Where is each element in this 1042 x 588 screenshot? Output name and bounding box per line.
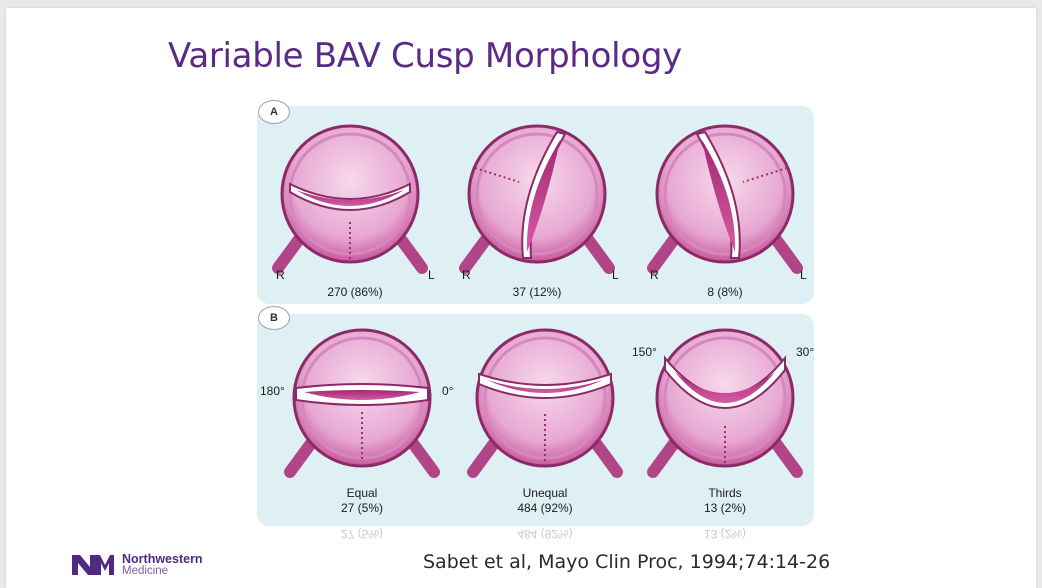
valve-a3-diagram	[645, 118, 805, 284]
valve-a2-diagram	[457, 118, 617, 284]
valve-a3-count: 8 (8%)	[655, 285, 795, 300]
valve-a1-diagram	[270, 118, 430, 284]
northwestern-medicine-logo: Northwestern Medicine	[70, 553, 203, 577]
valve-a3-left-label: R	[650, 268, 659, 282]
valve-a2-count: 37 (12%)	[467, 285, 607, 300]
valve-b1-name: Equal	[292, 486, 432, 501]
valve-b1-count: 27 (5%)	[292, 501, 432, 516]
slide-title: Variable BAV Cusp Morphology	[168, 36, 682, 76]
valve-a3-right-label: L	[800, 268, 807, 282]
valve-b1-angle-left: 180°	[260, 384, 285, 398]
valve-b2-diagram	[465, 322, 625, 488]
valve-b2-name: Unequal	[475, 486, 615, 501]
logo-line2: Medicine	[122, 565, 203, 577]
nm-logo-icon	[70, 553, 116, 577]
reflection-b1-count: 27 (5%)	[292, 526, 432, 541]
valve-a1-right-label: L	[428, 268, 435, 282]
valve-b3-count: 13 (2%)	[655, 501, 795, 516]
reflection-b3-count: 13 (2%)	[655, 526, 795, 541]
valve-b3-caption: Thirds 13 (2%)	[655, 486, 795, 516]
logo-line1: Northwestern	[122, 553, 203, 565]
reflection-b2-count: 484 (92%)	[475, 526, 615, 541]
valve-a1-count: 270 (86%)	[285, 285, 425, 300]
valve-b3-angle-right: 30°	[796, 345, 814, 359]
citation: Sabet et al, Mayo Clin Proc, 1994;74:14-…	[423, 551, 830, 573]
valve-a2-left-label: R	[462, 268, 471, 282]
valve-a2-right-label: L	[612, 268, 619, 282]
valve-b1-caption: Equal 27 (5%)	[292, 486, 432, 516]
valve-b3-diagram	[645, 322, 805, 488]
valve-b2-count: 484 (92%)	[475, 501, 615, 516]
valve-b2-caption: Unequal 484 (92%)	[475, 486, 615, 516]
valve-a1-left-label: R	[276, 268, 285, 282]
valve-b3-name: Thirds	[655, 486, 795, 501]
valve-b1-diagram	[282, 322, 442, 488]
valve-b3-angle-left: 150°	[632, 345, 657, 359]
valve-b1-angle-right: 0°	[442, 384, 453, 398]
